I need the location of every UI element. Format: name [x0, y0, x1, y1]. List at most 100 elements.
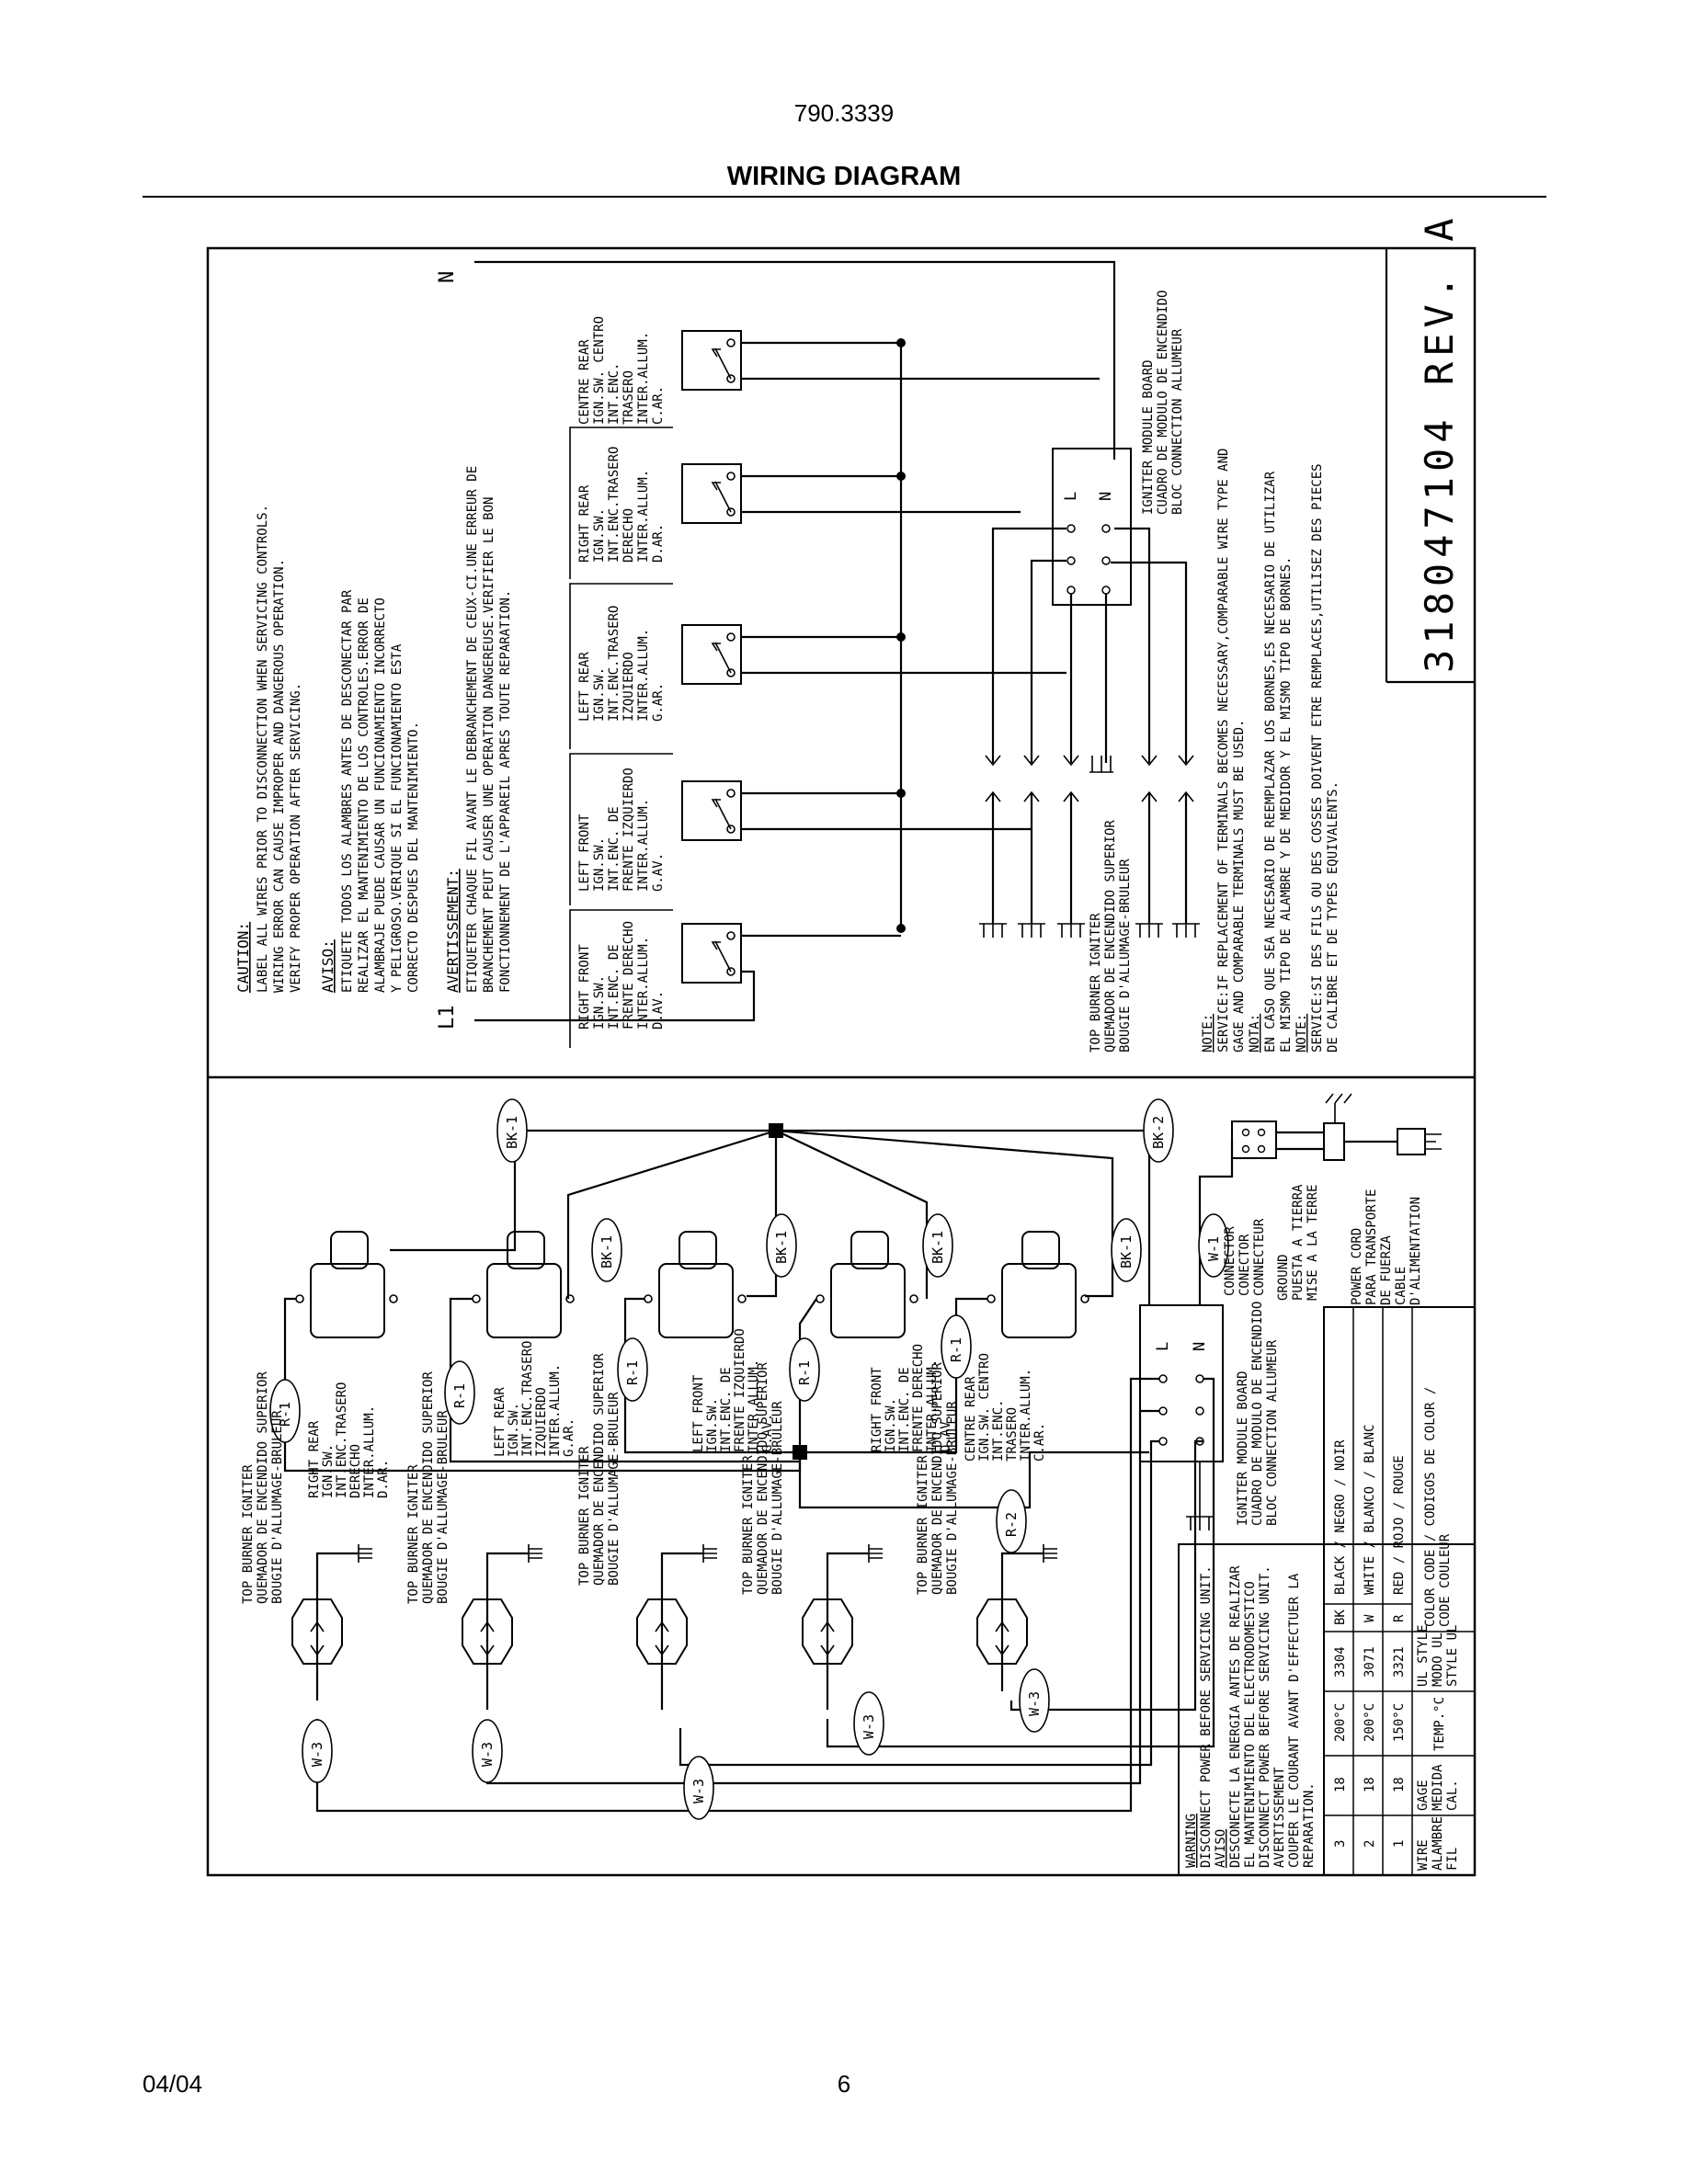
- svg-text:PUESTA A TIERRA: PUESTA A TIERRA: [1291, 1184, 1306, 1301]
- svg-text:LABEL ALL WIRES PRIOR TO DISCO: LABEL ALL WIRES PRIOR TO DISCONNECTION W…: [256, 505, 270, 993]
- switch-label-right-front: RIGHT FRONT: [577, 944, 592, 1029]
- svg-text:TEMP.°C: TEMP.°C: [1432, 1697, 1447, 1751]
- switch-right-rear: [295, 1231, 398, 1338]
- svg-text:TOP BURNER IGNITER: TOP BURNER IGNITER: [741, 1455, 756, 1595]
- svg-text:DISCONNECT POWER BEFORE SERVIC: DISCONNECT POWER BEFORE SERVICING UNIT.: [1199, 1565, 1214, 1868]
- svg-text:D'ALIMENTATION: D'ALIMENTATION: [1409, 1197, 1423, 1305]
- svg-text:INTER.ALLUM.: INTER.ALLUM.: [636, 799, 651, 892]
- svg-text:ALAMBRAJE PUEDE CAUSAR UN FUNC: ALAMBRAJE PUEDE CAUSAR UN FUNCIONAMIENTO…: [373, 597, 388, 993]
- switch-right-front: [815, 1231, 918, 1338]
- svg-text:TOP BURNER IGNITER: TOP BURNER IGNITER: [1089, 913, 1103, 1052]
- svg-text:CORRECTO DESPUES DEL MANTENIMI: CORRECTO DESPUES DEL MANTENIMIENTO.: [406, 722, 421, 993]
- page-number: 6: [837, 2070, 851, 2098]
- svg-text:3071: 3071: [1363, 1646, 1377, 1678]
- svg-text:QUEMADOR DE ENCENDIDO SUPERIOR: QUEMADOR DE ENCENDIDO SUPERIOR: [930, 1362, 945, 1595]
- svg-text:EL MANTENIMIENTO DEL ELECTRODO: EL MANTENIMIENTO DEL ELECTRODOMESTICO: [1243, 1581, 1258, 1868]
- schematic-igniter-label: TOP BURNER IGNITER QUEMADOR DE ENCENDIDO…: [1089, 820, 1133, 1052]
- switch-label-left-front: LEFT FRONT: [577, 813, 592, 892]
- svg-text:AVERTISSEMENT: AVERTISSEMENT: [1272, 1767, 1287, 1868]
- svg-text:INT.ENC. DE: INT.ENC. DE: [607, 806, 622, 892]
- svg-text:WARNING: WARNING: [1184, 1814, 1199, 1868]
- schematic-igniter-module: L N: [1052, 448, 1132, 606]
- svg-text:D.AV.: D.AV.: [651, 991, 666, 1029]
- svg-text:CONECTOR: CONECTOR: [1237, 1234, 1252, 1296]
- svg-text:18: 18: [1392, 1777, 1407, 1792]
- svg-text:2: 2: [1363, 1840, 1377, 1848]
- svg-text:R-1: R-1: [624, 1360, 641, 1385]
- svg-text:DERECHO: DERECHO: [622, 508, 636, 563]
- wire-tag-r-1-d: R-1: [789, 1337, 820, 1402]
- svg-text:W-3: W-3: [1026, 1691, 1043, 1716]
- switch-label-right-rear: RIGHT REAR: [577, 484, 592, 563]
- schematic-module-terminal-l: L: [1062, 492, 1080, 501]
- svg-text:D.AV.: D.AV.: [939, 1414, 953, 1452]
- schematic-module-terminal-n: N: [1097, 492, 1115, 501]
- svg-text:TOP BURNER IGNITER: TOP BURNER IGNITER: [577, 1446, 592, 1586]
- svg-text:DISCONNECT POWER BEFORE SERVIC: DISCONNECT POWER BEFORE SERVICING UNIT.: [1258, 1565, 1272, 1868]
- svg-text:INT.ENC. DE: INT.ENC. DE: [607, 944, 622, 1029]
- wire-tag-r-1-e: R-1: [941, 1314, 972, 1379]
- svg-text:CABLE: CABLE: [1394, 1267, 1409, 1305]
- svg-text:MISE A LA TERRE: MISE A LA TERRE: [1306, 1185, 1320, 1301]
- svg-text:G.AR.: G.AR.: [651, 683, 666, 722]
- svg-text:BK-1: BK-1: [599, 1235, 615, 1268]
- schematic-switch-labels: RIGHT FRONT IGN.SW. INT.ENC. DE FRENTE D…: [569, 316, 673, 1048]
- svg-text:ETIQUETE TODOS LOS ALAMBRES AN: ETIQUETE TODOS LOS ALAMBRES ANTES DE DES…: [340, 589, 355, 993]
- wire-tag-r-1-c: R-1: [617, 1337, 648, 1402]
- svg-text:COUPER LE COURANT AVANT D'EFFE: COUPER LE COURANT AVANT D'EFFECTUER LA: [1287, 1573, 1302, 1868]
- svg-text:NOTE:: NOTE:: [1201, 1014, 1215, 1052]
- svg-text:WIRE: WIRE: [1416, 1839, 1431, 1871]
- caution-notes: CAUTION: LABEL ALL WIRES PRIOR TO DISCON…: [234, 466, 513, 993]
- svg-text:QUEMADOR DE ENCENDIDO SUPERIOR: QUEMADOR DE ENCENDIDO SUPERIOR: [592, 1353, 607, 1586]
- power-cord-label: POWER CORD PARA TRANSPORTE DE FUERZA CAB…: [1350, 1189, 1423, 1305]
- svg-text:R: R: [1392, 1614, 1407, 1622]
- schematic-switch-box-left-rear: [681, 624, 1066, 685]
- svg-text:INTER.ALLUM.: INTER.ALLUM.: [925, 1359, 940, 1452]
- svg-text:BK-1: BK-1: [773, 1231, 790, 1264]
- svg-text:INT.ENC.TRASERO: INT.ENC.TRASERO: [520, 1341, 535, 1457]
- svg-text:NOTE:: NOTE:: [1295, 1014, 1309, 1052]
- svg-text:3: 3: [1333, 1840, 1348, 1848]
- svg-text:BOUGIE D'ALLUMAGE-BRULEUR: BOUGIE D'ALLUMAGE-BRULEUR: [770, 1401, 785, 1595]
- svg-text:BRANCHEMENT PEUT CAUSER UNE OP: BRANCHEMENT PEUT CAUSER UNE OPERATION DA…: [482, 497, 496, 993]
- svg-text:W-3: W-3: [861, 1714, 877, 1739]
- svg-text:REPARATION.: REPARATION.: [1302, 1782, 1317, 1868]
- line-label: L1: [436, 1006, 459, 1030]
- svg-text:PARA TRANSPORTE: PARA TRANSPORTE: [1364, 1189, 1379, 1305]
- svg-text:QUEMADOR DE ENCENDIDO SUPERIOR: QUEMADOR DE ENCENDIDO SUPERIOR: [421, 1371, 436, 1604]
- igniter-1: [291, 1544, 372, 1701]
- svg-text:WIRING ERROR CAN CAUSE IMPROP: WIRING ERROR CAN CAUSE IMPROPER AND DANG…: [272, 559, 287, 993]
- svg-text:INTER.ALLUM.: INTER.ALLUM.: [636, 937, 651, 1029]
- svg-text:IGN.SW.: IGN.SW.: [592, 508, 607, 563]
- wire-tag-r-1-a: R-1: [269, 1379, 301, 1443]
- svg-text:CAUTION:: CAUTION:: [234, 922, 252, 993]
- svg-text:BOUGIE D'ALLUMAGE-BRULEUR: BOUGIE D'ALLUMAGE-BRULEUR: [436, 1410, 451, 1604]
- svg-text:W-3: W-3: [690, 1779, 707, 1803]
- svg-text:18: 18: [1363, 1777, 1377, 1792]
- svg-text:BOUGIE D'ALLUMAGE-BRULEUR: BOUGIE D'ALLUMAGE-BRULEUR: [270, 1410, 285, 1604]
- svg-text:BOUGIE D'ALLUMAGE-BRULEUR: BOUGIE D'ALLUMAGE-BRULEUR: [607, 1392, 622, 1586]
- svg-text:IGN.SW.: IGN.SW.: [321, 1444, 336, 1498]
- svg-text:Y PELIGROSO.VERIQUE SI EL FUNC: Y PELIGROSO.VERIQUE SI EL FUNCIONAMIENTO…: [390, 643, 405, 993]
- svg-text:TRASERO: TRASERO: [1005, 1407, 1020, 1462]
- svg-text:CONNECTEUR: CONNECTEUR: [1252, 1218, 1267, 1296]
- footer-date: 04/04: [143, 2070, 203, 2098]
- svg-text:FRENTE IZQUIERDO: FRENTE IZQUIERDO: [622, 768, 636, 892]
- svg-text:ALAMBRE: ALAMBRE: [1431, 1816, 1445, 1871]
- svg-text:BK-1: BK-1: [1118, 1235, 1135, 1268]
- igniter-3: [636, 1544, 717, 1710]
- svg-text:INT.ENC. DE: INT.ENC. DE: [897, 1367, 912, 1452]
- wire-tag-w-3-c: W-3: [683, 1756, 714, 1820]
- svg-text:CUADRO DE MODULO DE ENCENDIDO: CUADRO DE MODULO DE ENCENDIDO: [1156, 290, 1170, 515]
- schematic-switch-box-right-front: [681, 923, 901, 1002]
- svg-text:BLOC CONNECTION ALLUMEUR: BLOC CONNECTION ALLUMEUR: [1170, 328, 1185, 515]
- svg-text:GROUND: GROUND: [1276, 1254, 1291, 1301]
- svg-text:INT.ENC.: INT.ENC.: [607, 363, 622, 425]
- svg-text:D.AR.: D.AR.: [376, 1460, 391, 1498]
- svg-text:MEDIDA: MEDIDA: [1431, 1764, 1445, 1811]
- svg-text:FRENTE DERECHO: FRENTE DERECHO: [622, 921, 636, 1029]
- neutral-label: N: [436, 271, 459, 283]
- switch-left-front: [644, 1231, 747, 1338]
- svg-text:WHITE / BLANCO / BLANC: WHITE / BLANCO / BLANC: [1363, 1425, 1377, 1595]
